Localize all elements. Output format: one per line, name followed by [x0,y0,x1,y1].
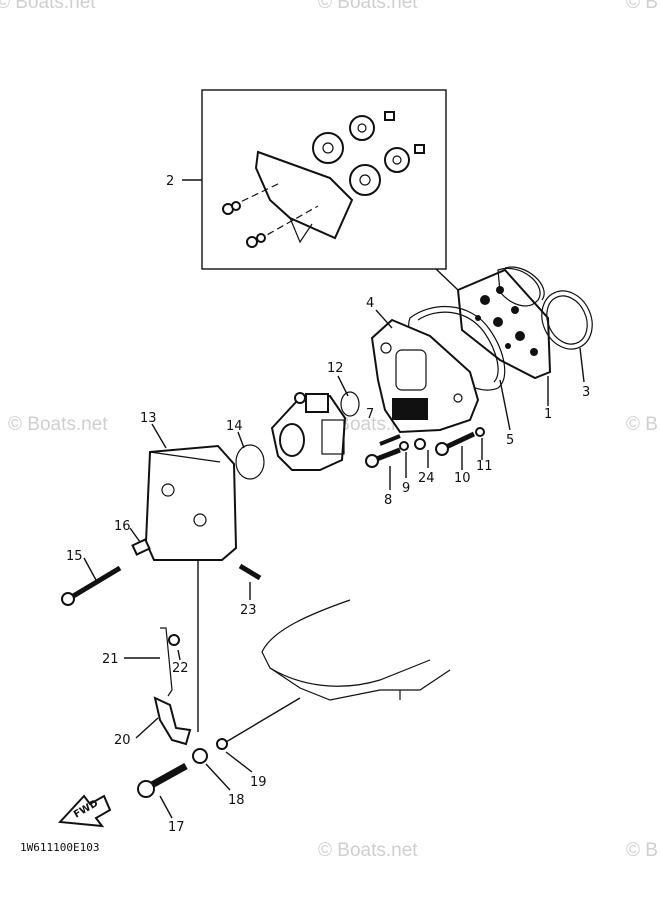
callout-12: 12 [327,361,344,376]
valve-detail-inset [201,89,447,270]
watermark-bottom-right: © B [626,840,658,861]
watermark-top-center: © Boats.net [318,0,418,13]
fwd-arrow-icon: FWD [57,794,112,828]
washer-11 [475,427,485,437]
intake-manifold [370,318,480,434]
callout-13: 13 [140,411,157,426]
reed-valve-assembly [456,268,552,380]
callout-8: 8 [384,493,392,508]
reed-petal-icon [349,164,381,196]
bolt-15 [68,565,122,601]
washer-18 [192,748,208,764]
callout-3: 3 [582,385,590,400]
link-rod-21 [160,627,173,697]
diagram-code: 1W611100E103 [20,841,99,854]
callout-19: 19 [250,775,267,790]
pin-23 [238,563,262,581]
bolt-10 [442,431,476,451]
washer-22 [168,634,180,646]
callout-21: 21 [102,652,119,667]
callout-4: 4 [366,296,374,311]
screw-icon [384,111,395,121]
screw-icon [414,144,425,154]
callout-7: 7 [366,407,374,422]
reed-petal-icon [384,147,410,173]
lever-20 [153,696,192,746]
intake-silencer [144,444,238,561]
callout-11: 11 [476,459,493,474]
callout-14: 14 [226,419,243,434]
valve-plate [254,150,354,240]
watermark-mid-right: © B [626,414,658,435]
callout-10: 10 [454,471,471,486]
callout-15: 15 [66,549,83,564]
watermark-bottom-center: © Boats.net [318,840,418,861]
watermark-top-right: © B [626,0,658,13]
callout-18: 18 [228,793,245,808]
washer-19 [216,738,228,750]
carburetor [270,392,347,471]
collar-16 [131,538,151,556]
callout-16: 16 [114,519,131,534]
callout-23: 23 [240,603,257,618]
callout-5: 5 [506,433,514,448]
reed-petal-icon [349,115,375,141]
engine-outline [261,599,451,701]
collar-24 [414,438,426,450]
watermark-mid-left: © Boats.net [8,414,108,435]
callout-2: 2 [166,174,174,189]
callout-22: 22 [172,661,189,676]
callout-24: 24 [418,471,435,486]
callout-17: 17 [168,820,185,835]
callout-20: 20 [114,733,131,748]
gasket [497,267,541,307]
callout-9: 9 [402,481,410,496]
callout-1: 1 [544,407,552,422]
reed-petal-icon [312,132,344,164]
bolt-17 [148,762,188,790]
washer-9 [399,441,409,451]
gasket-14 [235,444,265,480]
gasket [541,290,593,350]
watermark-top-left: © Boats.net [0,0,96,13]
nut-icon [246,236,258,248]
gasket-12 [340,391,360,417]
